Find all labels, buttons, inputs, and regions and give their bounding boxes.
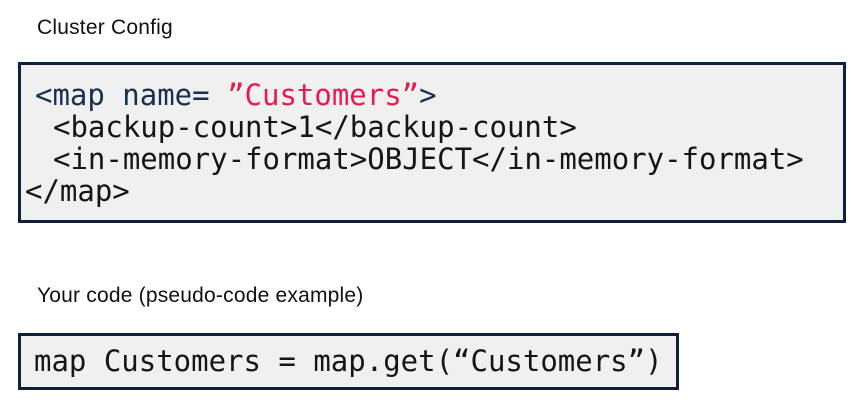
code-segment-keyword: > <box>419 78 437 112</box>
cluster-config-heading: Cluster Config <box>37 16 173 39</box>
code-segment-plain: <backup-count>1</backup-count> <box>53 110 577 144</box>
code-line: <backup-count>1</backup-count> <box>53 111 835 143</box>
code-segment-plain: <in-memory-format>OBJECT</in-memory-form… <box>53 142 804 176</box>
code-segment-keyword: <map name= <box>35 78 228 112</box>
code-segment-plain: map Customers = map.get(“Customers”) <box>34 344 663 378</box>
cluster-config-code-block: <map name= ”Customers”><backup-count>1</… <box>18 62 846 223</box>
code-line: map Customers = map.get(“Customers”) <box>34 345 668 377</box>
code-segment-plain: </map> <box>25 174 130 208</box>
code-line: <map name= ”Customers”> <box>35 79 835 111</box>
your-code-heading: Your code (pseudo-code example) <box>37 284 364 307</box>
code-line: <in-memory-format>OBJECT</in-memory-form… <box>53 143 835 175</box>
pseudo-code-block: map Customers = map.get(“Customers”) <box>18 333 679 390</box>
code-line: </map> <box>25 175 835 207</box>
code-segment-accent: ”Customers” <box>227 78 420 112</box>
